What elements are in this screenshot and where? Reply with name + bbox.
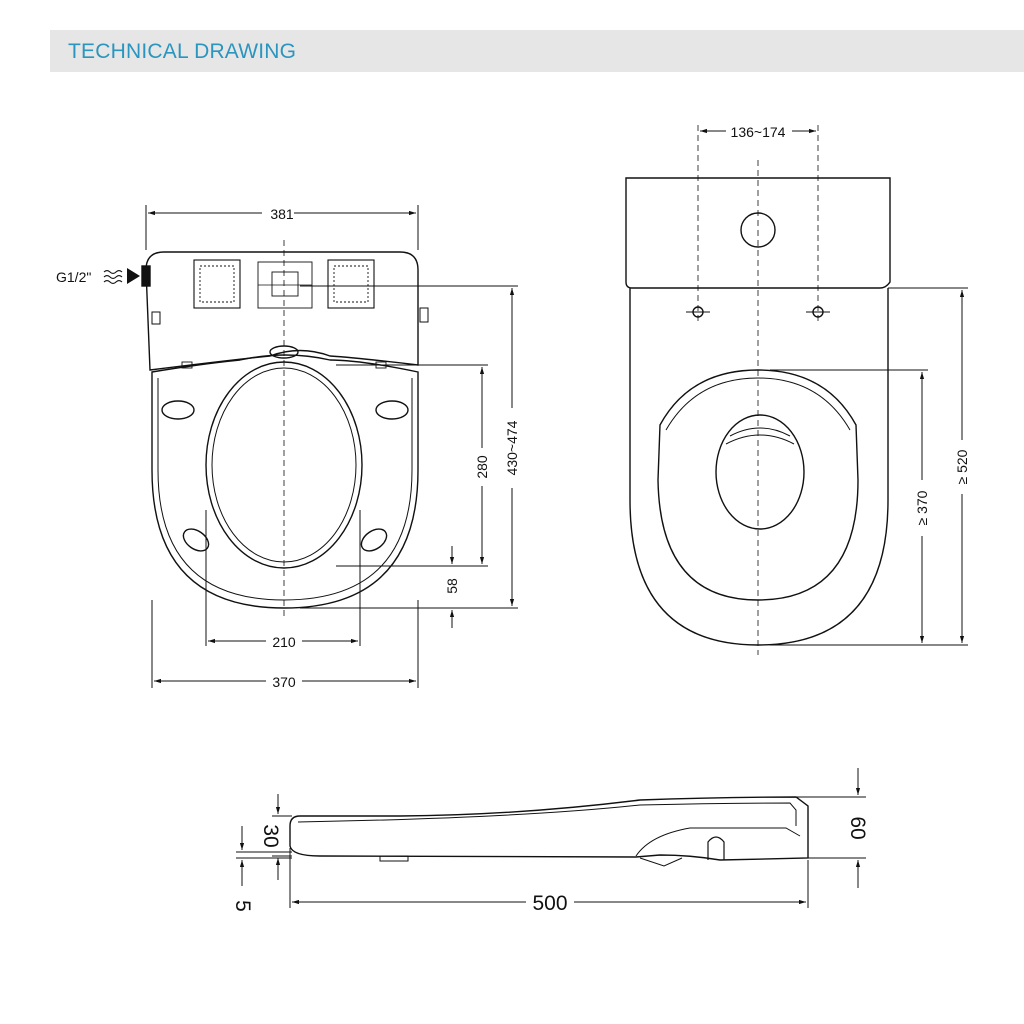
dim-gap: 5 — [231, 900, 254, 912]
side-view — [289, 796, 809, 867]
dim-opening-width: 210 — [272, 634, 296, 650]
bowl-water — [715, 414, 805, 530]
dim-seat-height: 30 — [259, 824, 282, 847]
bowl-outline — [629, 288, 889, 646]
dim-front-offset: 58 — [444, 578, 460, 594]
dim-side-height: 60 — [846, 816, 869, 839]
bowl-view — [625, 125, 891, 655]
inlet-arrow-icon — [127, 268, 140, 284]
hinge-block-right — [327, 259, 375, 309]
dim-total-depth: ≥ 520 — [954, 449, 970, 484]
top-view — [141, 240, 429, 618]
hinge-block-left — [193, 259, 241, 309]
dim-bowl-depth: ≥ 370 — [914, 490, 930, 525]
inlet-label: G1/2" — [56, 269, 91, 285]
dim-overall-length: 430~474 — [504, 420, 520, 475]
dim-width-top: 381 — [270, 206, 294, 222]
page-title: TECHNICAL DRAWING — [68, 40, 297, 63]
tank-outline — [625, 177, 891, 289]
water-wave-icon — [103, 269, 123, 285]
seat-outline — [151, 354, 419, 609]
housing-outline — [145, 251, 419, 371]
side-profile — [289, 796, 809, 861]
bracket — [707, 836, 725, 860]
dim-side-length: 500 — [532, 892, 567, 915]
dim-opening-length: 280 — [474, 455, 490, 479]
header-bar: TECHNICAL DRAWING — [50, 30, 1024, 72]
dim-hole-spacing: 136~174 — [731, 124, 786, 140]
dim-width-bottom: 370 — [272, 674, 296, 690]
